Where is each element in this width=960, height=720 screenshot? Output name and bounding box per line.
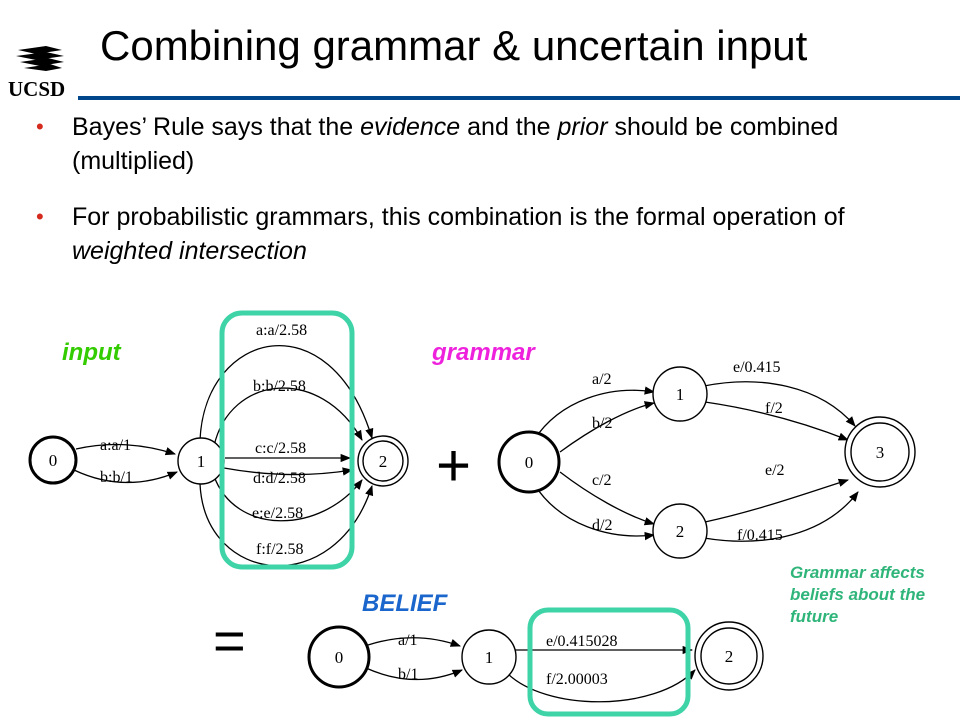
input-arc-1-2-b bbox=[213, 387, 363, 447]
input-arc-label: d:d/2.58 bbox=[253, 470, 306, 487]
belief-arc-0-1-a bbox=[367, 637, 461, 647]
logo-text: UCSD bbox=[8, 77, 65, 101]
grammar-state-1 bbox=[652, 366, 708, 422]
grammar-arc-0-2-d bbox=[533, 483, 656, 541]
grammar-state-label: 2 bbox=[676, 522, 685, 541]
bullet-text: For probabilistic grammars, this combina… bbox=[72, 203, 845, 265]
bullet-dot: • bbox=[36, 204, 44, 229]
input-arc-label: b:b/2.58 bbox=[253, 378, 306, 395]
belief-arcs-highlight bbox=[527, 607, 691, 717]
ucsd-logo: UCSD bbox=[8, 46, 65, 101]
input-arc-label: e:e/2.58 bbox=[252, 505, 303, 522]
input-arcs-highlight bbox=[219, 310, 355, 570]
equals-operator: = bbox=[213, 609, 246, 672]
grammar-arc-0-1-b bbox=[559, 401, 656, 453]
bullet-run: and the bbox=[460, 113, 558, 141]
title-rule bbox=[78, 96, 960, 100]
grammar-arc-1-3-f bbox=[704, 401, 849, 441]
input-arc-label: c:c/2.58 bbox=[255, 440, 306, 457]
bullet-weighted-intersection: • For probabilistic grammars, this combi… bbox=[36, 200, 932, 268]
grammar-note: Grammar affects beliefs about the future bbox=[790, 563, 926, 626]
bullet-run: For probabilistic grammars, this combina… bbox=[72, 203, 845, 231]
slide-title: Combining grammar & uncertain input bbox=[100, 22, 808, 69]
grammar-arc-2-3-e bbox=[704, 478, 849, 523]
belief-arc-label: b/1 bbox=[398, 666, 418, 683]
bullet-emphasis: prior bbox=[557, 113, 608, 141]
belief-state-1 bbox=[461, 629, 517, 685]
grammar-arc-label: a/2 bbox=[592, 371, 612, 388]
input-state-label: 0 bbox=[49, 451, 58, 470]
input-arc-1-2-d bbox=[223, 467, 354, 476]
input-arc-0-1-b bbox=[73, 469, 178, 484]
input-arc-label: a:a/2.58 bbox=[256, 322, 307, 339]
input-fsa: a:a/1 b:b/1 a:a/2.58 b:b/2.58 c:c/2.58 d… bbox=[28, 322, 409, 567]
belief-state-label: 2 bbox=[725, 647, 734, 666]
grammar-state-2 bbox=[652, 503, 708, 559]
grammar-state-label: 1 bbox=[676, 385, 685, 404]
bullet-bayes-rule: • Bayes’ Rule says that the evidence and… bbox=[36, 110, 932, 178]
bullet-dot: • bbox=[36, 114, 44, 139]
input-state-label: 1 bbox=[197, 452, 206, 471]
belief-state-label: 1 bbox=[485, 648, 494, 667]
bullet-run: Bayes’ Rule says that the bbox=[72, 113, 361, 141]
bullet-text: Bayes’ Rule says that the evidence and t… bbox=[72, 113, 838, 175]
grammar-arc-label: e/0.415 bbox=[733, 359, 781, 376]
belief-state-0 bbox=[307, 625, 371, 689]
grammar-arc-1-3-e bbox=[703, 381, 856, 427]
belief-state-label: 0 bbox=[335, 648, 344, 667]
input-arc-0-1-a bbox=[75, 443, 176, 456]
grammar-fsa: a/2 b/2 c/2 d/2 e/0.415 f/2 e/2 f/0.415 … bbox=[497, 359, 916, 559]
bullet-emphasis: weighted intersection bbox=[72, 237, 307, 265]
belief-arc-label: f/2.00003 bbox=[546, 671, 608, 688]
input-state-0 bbox=[28, 435, 78, 485]
belief-fsa: a/1 b/1 e/0.415028 f/2.00003 0 1 2 bbox=[307, 621, 764, 703]
belief-caption: BELIEF bbox=[362, 590, 449, 617]
grammar-arc-label: f/0.415 bbox=[737, 527, 783, 544]
grammar-arc-label: f/2 bbox=[765, 400, 783, 417]
input-caption: input bbox=[62, 339, 122, 366]
belief-arc-label: e/0.415028 bbox=[546, 633, 618, 650]
grammar-state-3-inner-ring bbox=[850, 422, 910, 482]
grammar-arc-label: c/2 bbox=[592, 472, 612, 489]
plus-operator: + bbox=[436, 432, 471, 499]
grammar-arc-0-1-a bbox=[533, 386, 656, 441]
grammar-state-label: 3 bbox=[876, 443, 885, 462]
input-state-2-inner-ring bbox=[362, 440, 404, 482]
grammar-arc-2-3-f bbox=[703, 491, 859, 542]
input-state-label: 2 bbox=[379, 452, 388, 471]
logo-emblem-icon bbox=[16, 46, 64, 71]
grammar-state-0 bbox=[497, 430, 561, 494]
belief-arc-1-2-f bbox=[505, 669, 696, 703]
grammar-arc-label: e/2 bbox=[765, 462, 785, 479]
grammar-arc-label: d/2 bbox=[592, 517, 612, 534]
input-arc-label: a:a/1 bbox=[100, 437, 131, 454]
belief-state-2-inner-ring bbox=[700, 627, 758, 685]
grammar-caption: grammar bbox=[431, 339, 536, 366]
bullet-emphasis: evidence bbox=[360, 113, 461, 141]
grammar-state-label: 0 bbox=[525, 453, 534, 472]
grammar-arc-label: b/2 bbox=[592, 415, 612, 432]
input-arc-label: b:b/1 bbox=[100, 469, 133, 486]
bullet-run: should be combined (multiplied) bbox=[72, 113, 839, 175]
grammar-arc-0-2-c bbox=[559, 471, 655, 526]
belief-arc-0-1-b bbox=[365, 667, 463, 681]
belief-arc-label: a/1 bbox=[398, 632, 418, 649]
input-arc-label: f:f/2.58 bbox=[256, 541, 304, 558]
